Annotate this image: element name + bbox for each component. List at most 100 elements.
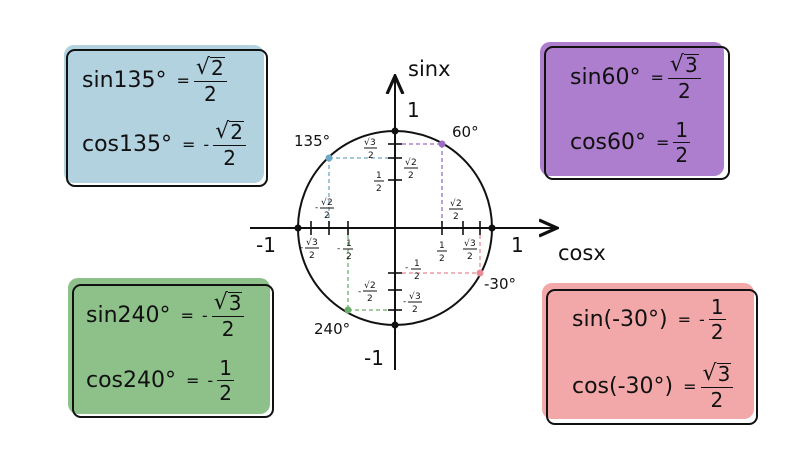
point-60 — [438, 140, 446, 148]
svg-text:-: - — [315, 203, 318, 213]
equals-sign: = — [683, 377, 697, 396]
minus-sign: - — [201, 306, 208, 325]
svg-text:2: 2 — [453, 212, 459, 222]
sin135-equation: sin135° = √2 2 — [82, 57, 227, 104]
minus-sign: - — [699, 310, 705, 329]
svg-text:√: √ — [464, 238, 470, 249]
ytick-neg-sqrt3-over-2: - √3 2 — [403, 291, 422, 315]
cos-minus30-label: cos(-30°) — [572, 374, 674, 399]
ytick-sqrt3-over-2: √3 2 — [364, 137, 377, 161]
svg-text:2: 2 — [376, 184, 382, 194]
cos-minus30-value: √3 2 — [700, 361, 734, 410]
point-minus30 — [476, 269, 484, 277]
svg-text:2: 2 — [346, 252, 352, 262]
sin-minus30-value: 1 2 — [708, 295, 726, 344]
xtick-neg-sqrt3-over-2: - √3 2 — [300, 237, 319, 261]
card-60-background — [540, 42, 724, 176]
point-240 — [344, 306, 352, 314]
card-minus30: sin(-30°) = - 1 2 cos(-30°) = √3 2 — [542, 283, 762, 425]
cos60-label: cos60° — [570, 130, 647, 155]
cos240-value: 1 2 — [217, 356, 234, 405]
sqrt-icon: √ — [215, 119, 230, 144]
guide-minus30 — [395, 228, 481, 274]
cos60-equation: cos60° = 1 2 — [570, 118, 691, 167]
svg-text:√: √ — [306, 237, 312, 248]
svg-text:√: √ — [405, 157, 411, 168]
sin-minus30-label: sin(-30°) — [572, 307, 668, 332]
svg-text:2: 2 — [411, 158, 417, 168]
angle-label-240: 240° — [314, 320, 350, 338]
card-135-border — [66, 49, 268, 187]
svg-text:3: 3 — [470, 239, 476, 249]
sqrt-icon: √ — [213, 290, 228, 315]
card-240-background — [68, 278, 270, 414]
svg-text:3: 3 — [370, 138, 376, 148]
label-neg-one-y: -1 — [364, 346, 384, 370]
guide-60 — [395, 143, 443, 228]
equals-sign: = — [650, 68, 664, 87]
svg-text:√: √ — [450, 198, 456, 209]
card-240-border — [72, 284, 274, 418]
xtick-sqrt2-over-2: √2 2 — [449, 198, 463, 222]
svg-text:1: 1 — [414, 259, 420, 269]
sin60-value: √3 2 — [667, 52, 701, 101]
label-pos-one-y: 1 — [407, 98, 420, 122]
svg-text:2: 2 — [367, 294, 373, 304]
angle-label-135: 135° — [294, 132, 330, 150]
svg-text:√: √ — [409, 291, 415, 302]
equals-sign: = — [182, 135, 196, 154]
ytick-neg-sqrt2-over-2: - √2 2 — [358, 280, 377, 304]
cos135-equation: cos135° = - √2 2 — [82, 121, 246, 168]
svg-text:2: 2 — [368, 151, 374, 161]
cos-minus30-equation: cos(-30°) = √3 2 — [572, 361, 734, 410]
svg-text:-: - — [403, 297, 406, 307]
sin60-equation: sin60° = √3 2 — [570, 54, 701, 101]
card-60-border — [544, 46, 730, 180]
svg-text:√: √ — [364, 280, 370, 291]
cos135-value: √2 2 — [213, 121, 246, 168]
label-neg-one-x: -1 — [256, 233, 276, 257]
ytick-half: 1 2 — [374, 171, 384, 194]
minus-sign: - — [203, 135, 210, 154]
xtick-half: 1 2 — [437, 241, 447, 264]
equals-sign: = — [186, 371, 200, 390]
svg-text:2: 2 — [309, 251, 315, 261]
card-135: sin135° = √2 2 cos135° = - √2 2 — [64, 45, 270, 187]
xtick-sqrt3-over-2: √3 2 — [463, 238, 477, 262]
sqrt-icon: √ — [669, 52, 684, 77]
svg-text:3: 3 — [415, 292, 421, 302]
svg-text:2: 2 — [327, 198, 333, 208]
x-ticks — [310, 221, 481, 235]
svg-text:√: √ — [321, 197, 327, 208]
svg-text:2: 2 — [439, 254, 445, 264]
svg-text:2: 2 — [370, 281, 376, 291]
angle-label-60: 60° — [452, 123, 479, 141]
svg-text:1: 1 — [346, 239, 352, 249]
y-axis-label: sinx — [408, 57, 451, 81]
svg-text:-: - — [337, 244, 340, 254]
svg-text:-: - — [405, 263, 408, 273]
guide-135 — [328, 157, 395, 228]
svg-text:2: 2 — [456, 199, 462, 209]
svg-text:2: 2 — [414, 272, 420, 282]
guide-240 — [347, 228, 395, 311]
card-135-background — [64, 45, 264, 183]
sqrt-icon: √ — [702, 361, 717, 386]
card-minus30-border — [546, 289, 758, 425]
sin135-label: sin135° — [82, 68, 167, 93]
cos60-value: 1 2 — [673, 118, 691, 167]
axis-points — [294, 127, 496, 329]
card-minus30-background — [542, 283, 754, 419]
svg-text:1: 1 — [439, 241, 445, 251]
x-axis-label: cosx — [558, 241, 606, 265]
equals-sign: = — [180, 306, 194, 325]
cos240-equation: cos240° = - 1 2 — [86, 358, 234, 403]
sin135-value: √2 2 — [193, 55, 227, 104]
sin60-label: sin60° — [570, 65, 641, 90]
sqrt-icon: √ — [195, 55, 210, 80]
svg-text:2: 2 — [408, 171, 414, 181]
minus-sign: - — [207, 371, 214, 390]
svg-text:1: 1 — [376, 171, 382, 181]
sin240-equation: sin240° = - √3 2 — [86, 290, 245, 339]
